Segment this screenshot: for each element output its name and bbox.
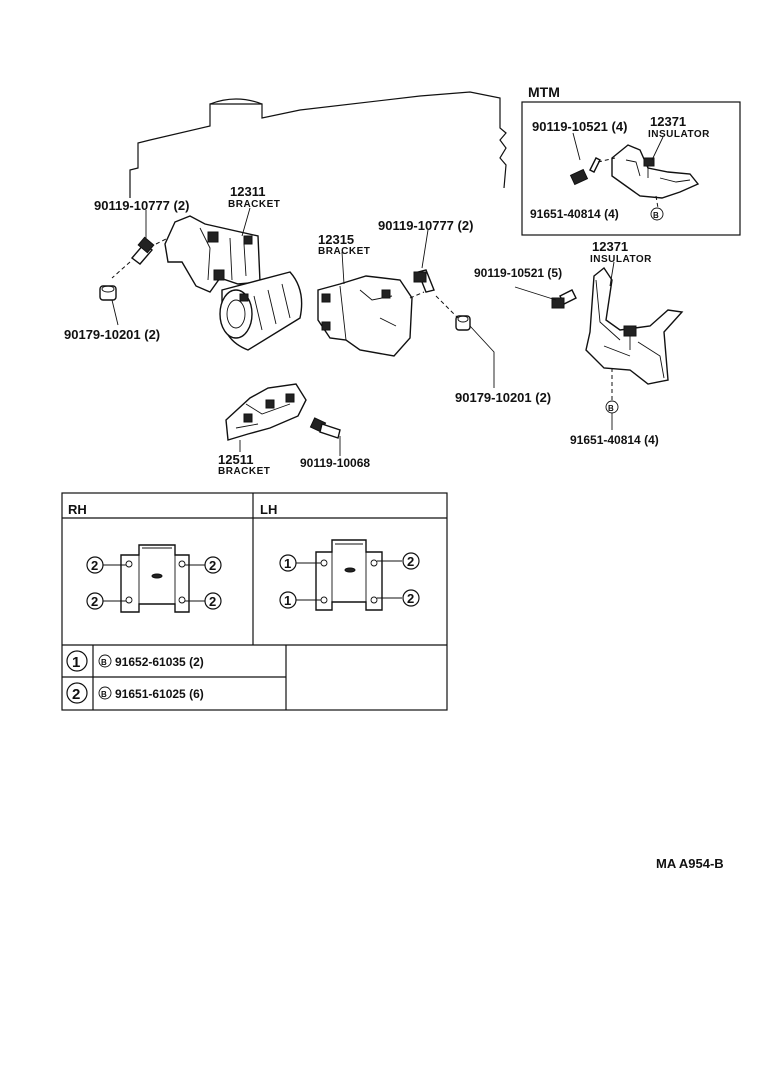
leader	[421, 229, 429, 269]
p4-name: BRACKET	[318, 246, 370, 257]
rh-lh-table	[61, 492, 448, 711]
mtm-insulator-drawing	[611, 144, 700, 199]
leader	[111, 299, 119, 326]
rh-mark: 2	[209, 558, 216, 573]
callout-circle	[86, 592, 104, 610]
bolt-90119-10521	[551, 289, 577, 309]
b-mark-label: B	[608, 404, 614, 413]
leader	[469, 325, 495, 388]
insulator-12371-drawing	[585, 266, 684, 385]
p2-name: BRACKET	[228, 199, 280, 210]
mtm-bolt	[569, 157, 616, 186]
p2-number: 12311	[230, 184, 265, 199]
rh-mark: 2	[91, 594, 98, 609]
p1-number: 90119-10777 (2)	[94, 198, 189, 213]
leader	[651, 136, 664, 161]
dash-line	[409, 291, 459, 319]
rh-mark: 2	[91, 558, 98, 573]
row-index: 1	[72, 654, 80, 671]
leader	[514, 286, 557, 301]
leader	[241, 207, 251, 237]
mtm-insulator-number: 12371	[650, 114, 686, 129]
p10-number: 90119-10521 (5)	[474, 266, 562, 280]
b-mark-icon	[98, 654, 112, 668]
p5-number: 90119-10777 (2)	[378, 218, 473, 233]
p8-number: 90119-10068	[300, 456, 370, 470]
mtm-box	[521, 101, 741, 236]
b-mark-icon	[650, 207, 664, 221]
leader	[341, 251, 345, 285]
p7-number: 12511	[218, 452, 253, 467]
engine-cap	[209, 98, 263, 105]
p9-name: INSULATOR	[590, 254, 652, 265]
row-index: 2	[72, 686, 80, 703]
lh-mark: 1	[284, 556, 291, 571]
callout-circle	[279, 591, 297, 609]
lh-header: LH	[260, 502, 277, 517]
mtm-nut-line	[655, 195, 659, 209]
rh-plate-drawing	[103, 544, 205, 613]
p7-name: BRACKET	[218, 466, 270, 477]
b-mark-icon	[98, 686, 112, 700]
bolt-90119-10068	[309, 417, 341, 439]
engine-outline	[129, 91, 507, 198]
nut-90179-10201-left	[99, 285, 117, 301]
footer-code: MA A954-B	[656, 856, 724, 871]
bracket-12311-drawing	[164, 215, 261, 293]
mtm-insulator-name: INSULATOR	[648, 129, 710, 140]
callout-circle	[402, 552, 420, 570]
rh-header: RH	[68, 502, 87, 517]
bracket-12511-drawing	[225, 383, 307, 441]
row-part-number: 91651-61025 (6)	[115, 687, 204, 701]
row-part-number: 91652-61035 (2)	[115, 655, 204, 669]
p3-number: 90179-10201 (2)	[64, 327, 160, 342]
callout-circle	[402, 589, 420, 607]
callout-circle	[204, 556, 222, 574]
row-symbol: B	[101, 690, 107, 699]
nut-90179-10201-right	[455, 315, 471, 331]
row-symbol: B	[101, 658, 107, 667]
row-index-circle	[66, 650, 88, 672]
mtm-label: MTM	[528, 84, 560, 100]
mtm-nut-number: 91651-40814 (4)	[530, 207, 619, 221]
lh-mark: 2	[407, 591, 414, 606]
p4-number: 12315	[318, 232, 354, 247]
bolt-90119-10777-right	[413, 269, 435, 293]
row-index-circle	[66, 682, 88, 704]
lh-plate-drawing	[296, 539, 402, 611]
p11-number: 91651-40814 (4)	[570, 433, 659, 447]
leader	[609, 261, 615, 287]
p9-number: 12371	[592, 239, 628, 254]
b-mark-label: B	[653, 211, 659, 220]
p6-number: 90179-10201 (2)	[455, 390, 551, 405]
lh-mark: 2	[407, 554, 414, 569]
bolt-90119-10777-left	[111, 236, 169, 279]
lh-mark: 1	[284, 593, 291, 608]
mtm-bolt-number: 90119-10521 (4)	[532, 119, 627, 134]
alternator-drawing	[219, 271, 303, 351]
rh-mark: 2	[209, 594, 216, 609]
bracket-12315-drawing	[317, 275, 413, 357]
callout-circle	[86, 556, 104, 574]
callout-circle	[279, 554, 297, 572]
callout-circle	[204, 592, 222, 610]
leader	[572, 132, 581, 161]
